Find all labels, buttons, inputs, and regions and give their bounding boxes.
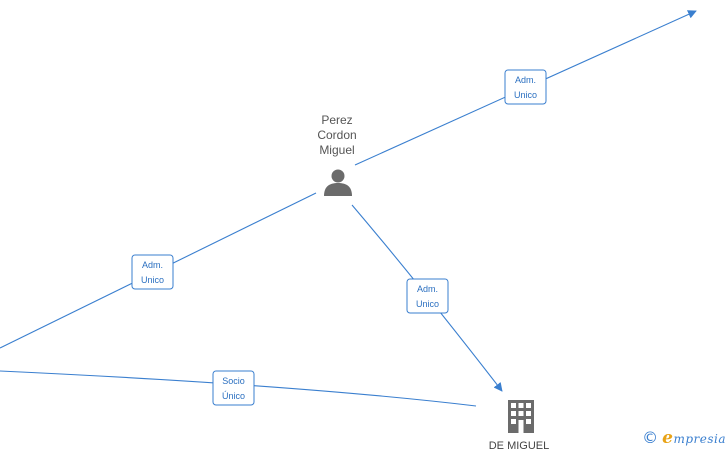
company-node[interactable]: DE MIGUEL [489,400,550,450]
person-name-line: Miguel [319,143,354,157]
edge-label-line: Adm. [142,260,163,270]
copyright-icon: © [642,428,659,447]
edge-left-to-company[interactable] [0,370,477,407]
edge-label-line: Adm. [515,75,536,85]
brand-initial: e [662,428,674,448]
edge-label-socio[interactable]: Socio Único [212,370,255,406]
edge-label-line: Unico [514,90,537,100]
edge-label-left[interactable]: Adm. Unico [131,254,174,290]
brand-rest: mpresia [673,432,726,446]
edge-label-line: Unico [416,299,439,309]
person-name-line: Cordon [317,128,356,142]
edge-label-top-right[interactable]: Adm. Unico [504,69,547,105]
brand-logo[interactable]: empresia [662,428,726,448]
person-icon [324,169,352,196]
edge-label-line: Adm. [417,284,438,294]
building-icon [508,400,534,433]
person-node[interactable]: Perez Cordon Miguel [317,113,357,196]
person-name-line: Perez [321,113,352,127]
edge-label-person-company[interactable]: Adm. Unico [406,278,449,314]
company-caption: DE MIGUEL [489,440,550,450]
edge-label-line: Unico [141,275,164,285]
edge-label-line: Socio [222,376,245,386]
footer-brand: © empresia [642,428,726,448]
edge-label-line: Único [222,391,245,401]
